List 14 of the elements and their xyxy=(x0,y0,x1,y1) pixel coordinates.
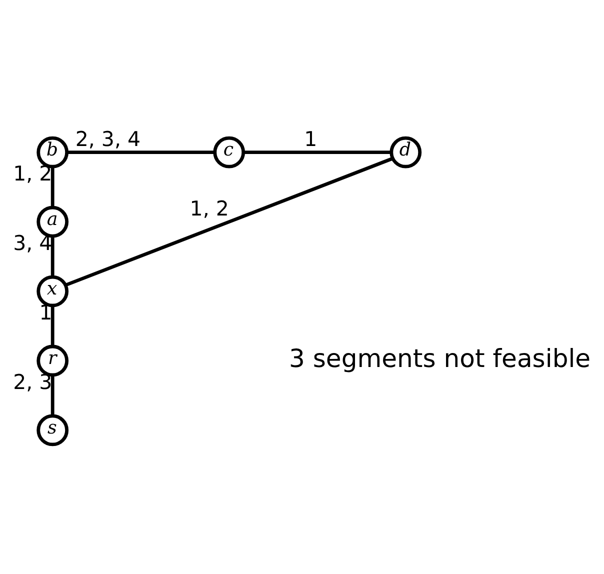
edge-label: 1 xyxy=(304,126,318,151)
connector xyxy=(50,236,54,277)
connector xyxy=(65,156,394,287)
connector xyxy=(50,306,54,346)
label: 3 segments not feasible xyxy=(288,344,591,374)
connector xyxy=(244,150,392,154)
node-circle: s xyxy=(36,414,69,446)
edge-label: 2, 3, 4 xyxy=(75,126,141,151)
connector xyxy=(50,166,54,208)
node-circle: d xyxy=(390,136,422,168)
connector xyxy=(67,150,215,154)
node-circle: c xyxy=(213,136,246,168)
edge-label: 1, 2 xyxy=(190,196,229,220)
connector xyxy=(50,375,54,416)
